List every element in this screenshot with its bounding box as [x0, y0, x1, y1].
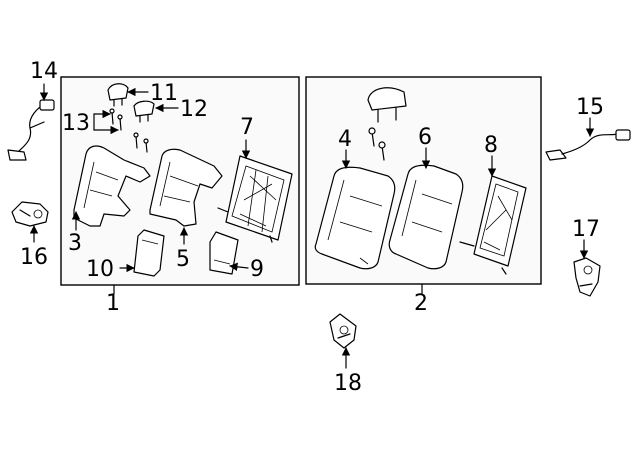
callout-13: 13 [62, 111, 90, 136]
callout-15: 15 [576, 95, 604, 120]
seatback-pad-right-part [388, 164, 464, 270]
seatback-frame-left-part [217, 155, 293, 243]
callout-9: 9 [250, 257, 264, 282]
callout-2: 2 [414, 291, 428, 316]
callout-7: 7 [240, 115, 254, 140]
callout-17: 17 [572, 217, 600, 242]
callout-14: 14 [30, 59, 58, 84]
seatback-pad-left-part [149, 148, 223, 227]
callout-5: 5 [176, 247, 190, 272]
callout-11: 11 [150, 81, 178, 106]
callout-12: 12 [180, 97, 208, 122]
bracket-right-part [573, 257, 601, 297]
callout-18: 18 [334, 371, 362, 396]
seatback-cushion-left-part [73, 145, 151, 227]
bolts-right-part [368, 127, 386, 161]
bracket-bottom-part [329, 313, 357, 349]
cover-panel-part [133, 229, 165, 277]
headrest-right-part [367, 87, 407, 123]
headrest-left-part [107, 83, 129, 107]
wire-harness-left-part [7, 99, 55, 161]
callout-8: 8 [484, 133, 498, 158]
headrest-guide-part [133, 100, 155, 123]
callout-1: 1 [106, 291, 120, 316]
seatback-frame-right-part [459, 175, 527, 275]
callout-3: 3 [68, 231, 82, 256]
callout-16: 16 [20, 245, 48, 270]
wire-harness-right-part [545, 129, 631, 161]
callout-10: 10 [86, 257, 114, 282]
bracket-left-part [11, 201, 49, 227]
callout-6: 6 [418, 125, 432, 150]
callout-4: 4 [338, 127, 352, 152]
leader-arrows [29, 83, 595, 369]
bolts-part [109, 108, 149, 153]
